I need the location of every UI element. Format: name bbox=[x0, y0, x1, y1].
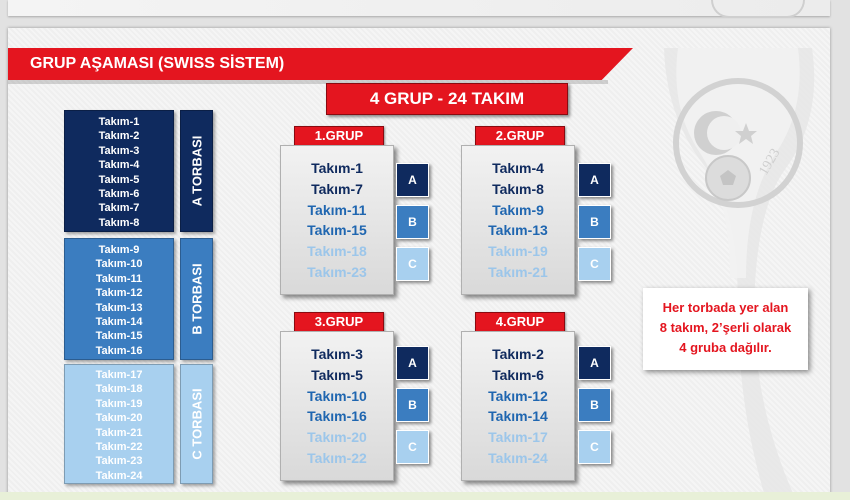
pot-c-label-text: C TORBASI bbox=[189, 388, 204, 460]
pot-b-team: Takım-12 bbox=[95, 287, 143, 300]
pot-b-list: Takım-9 Takım-10 Takım-11 Takım-12 Takım… bbox=[64, 238, 174, 360]
format-header: 4 GRUP - 24 TAKIM bbox=[326, 83, 568, 115]
pot-b-team: Takım-14 bbox=[95, 315, 143, 328]
group-team: Takım-19 bbox=[488, 243, 548, 260]
group-team: Takım-12 bbox=[488, 387, 548, 404]
pot-a-team: Takım-2 bbox=[98, 130, 140, 143]
group-team: Takım-22 bbox=[307, 449, 367, 466]
group-team: Takım-23 bbox=[307, 263, 367, 280]
pot-a-label-text: A TORBASI bbox=[189, 135, 204, 207]
group-team: Takım-15 bbox=[307, 222, 367, 239]
group-4-box: Takım-2 Takım-6 Takım-12 Takım-14 Takım-… bbox=[461, 331, 575, 481]
group-team: Takım-7 bbox=[311, 180, 363, 197]
group-4-badge-a: A bbox=[578, 346, 611, 380]
group-3-box: Takım-3 Takım-5 Takım-10 Takım-16 Takım-… bbox=[280, 331, 394, 481]
pot-c-team: Takım-19 bbox=[95, 397, 143, 410]
group-team: Takım-5 bbox=[311, 366, 363, 383]
pot-c-team: Takım-22 bbox=[95, 440, 143, 453]
group-team: Takım-10 bbox=[307, 387, 367, 404]
group-2-badge-c: C bbox=[578, 247, 611, 281]
pot-b-team: Takım-13 bbox=[95, 301, 143, 314]
pot-a-team: Takım-5 bbox=[98, 173, 140, 186]
pot-c-team: Takım-20 bbox=[95, 412, 143, 425]
pot-a-list: Takım-1 Takım-2 Takım-3 Takım-4 Takım-5 … bbox=[64, 110, 174, 232]
group-team: Takım-6 bbox=[492, 366, 544, 383]
group-team: Takım-4 bbox=[492, 160, 544, 176]
pot-b-team: Takım-15 bbox=[95, 330, 143, 343]
pot-b-label: B TORBASI bbox=[180, 238, 213, 360]
group-3-badge-a: A bbox=[396, 346, 429, 380]
group-1-box: Takım-1 Takım-7 Takım-11 Takım-15 Takım-… bbox=[280, 145, 394, 295]
group-4-badge-b: B bbox=[578, 388, 611, 422]
swoosh-decoration bbox=[711, 0, 805, 18]
group-1-tag: 1.GRUP bbox=[294, 126, 384, 146]
pot-a-team: Takım-4 bbox=[98, 159, 140, 172]
group-team: Takım-13 bbox=[488, 222, 548, 239]
pot-c-team: Takım-21 bbox=[95, 426, 143, 439]
group-team: Takım-16 bbox=[307, 408, 367, 425]
pot-a-team: Takım-3 bbox=[98, 144, 140, 157]
tff-emblem: 1923 bbox=[664, 48, 815, 500]
pot-b-team: Takım-11 bbox=[95, 272, 143, 285]
pot-a-team: Takım-8 bbox=[98, 216, 140, 229]
note-line: 8 takım, 2’şerli olarak bbox=[659, 320, 792, 335]
group-team: Takım-9 bbox=[492, 201, 544, 218]
title-shadow bbox=[8, 80, 608, 84]
group-2-badge-a: A bbox=[578, 163, 611, 197]
group-team: Takım-18 bbox=[307, 243, 367, 260]
pot-b-team: Takım-16 bbox=[95, 344, 143, 357]
group-team: Takım-8 bbox=[492, 180, 544, 197]
pot-c-team: Takım-24 bbox=[95, 469, 143, 482]
group-2-tag: 2.GRUP bbox=[475, 126, 565, 146]
group-team: Takım-21 bbox=[488, 263, 548, 280]
bottom-strip bbox=[0, 492, 850, 500]
group-3-tag: 3.GRUP bbox=[294, 312, 384, 332]
pot-c-team: Takım-18 bbox=[95, 383, 143, 396]
group-1-badge-a: A bbox=[396, 163, 429, 197]
info-note: Her torbada yer alan 8 takım, 2’şerli ol… bbox=[643, 288, 808, 370]
group-team: Takım-20 bbox=[307, 429, 367, 446]
pot-c-team: Takım-17 bbox=[95, 369, 143, 381]
group-team: Takım-24 bbox=[488, 449, 548, 466]
pot-c-list: Takım-17 Takım-18 Takım-19 Takım-20 Takı… bbox=[64, 364, 174, 484]
group-4-tag: 4.GRUP bbox=[475, 312, 565, 332]
group-3-badge-c: C bbox=[396, 430, 429, 464]
pot-a-label: A TORBASI bbox=[180, 110, 213, 232]
pot-a-team: Takım-7 bbox=[98, 202, 140, 215]
group-3-badge-b: B bbox=[396, 388, 429, 422]
note-line: 4 gruba dağılır. bbox=[679, 340, 772, 355]
group-4-badge-c: C bbox=[578, 430, 611, 464]
pot-b-team: Takım-10 bbox=[95, 258, 143, 271]
note-line: Her torbada yer alan bbox=[662, 300, 789, 315]
group-team: Takım-17 bbox=[488, 429, 548, 446]
group-1-badge-b: B bbox=[396, 205, 429, 239]
group-team: Takım-1 bbox=[311, 160, 363, 176]
pot-c-team: Takım-23 bbox=[95, 455, 143, 468]
pot-b-team: Takım-9 bbox=[98, 244, 140, 256]
pot-b-label-text: B TORBASI bbox=[189, 263, 204, 335]
top-strip bbox=[8, 0, 830, 18]
pot-a-team: Takım-1 bbox=[98, 116, 140, 128]
slide-panel: 1923 GRUP AŞAMASI (SWISS SİSTEM) 4 GRUP … bbox=[8, 28, 830, 500]
group-team: Takım-14 bbox=[488, 408, 548, 425]
group-1-badge-c: C bbox=[396, 247, 429, 281]
crescent-star-icon bbox=[694, 111, 757, 155]
football-icon bbox=[705, 155, 751, 201]
group-team: Takım-11 bbox=[307, 201, 367, 218]
group-team: Takım-3 bbox=[311, 346, 363, 362]
group-2-box: Takım-4 Takım-8 Takım-9 Takım-13 Takım-1… bbox=[461, 145, 575, 295]
title-banner: GRUP AŞAMASI (SWISS SİSTEM) bbox=[8, 48, 633, 80]
group-team: Takım-2 bbox=[492, 346, 544, 362]
emblem-year: 1923 bbox=[756, 146, 783, 178]
pot-c-label: C TORBASI bbox=[180, 364, 213, 484]
group-2-badge-b: B bbox=[578, 205, 611, 239]
pot-a-team: Takım-6 bbox=[98, 187, 140, 200]
page-title: GRUP AŞAMASI (SWISS SİSTEM) bbox=[30, 55, 285, 72]
